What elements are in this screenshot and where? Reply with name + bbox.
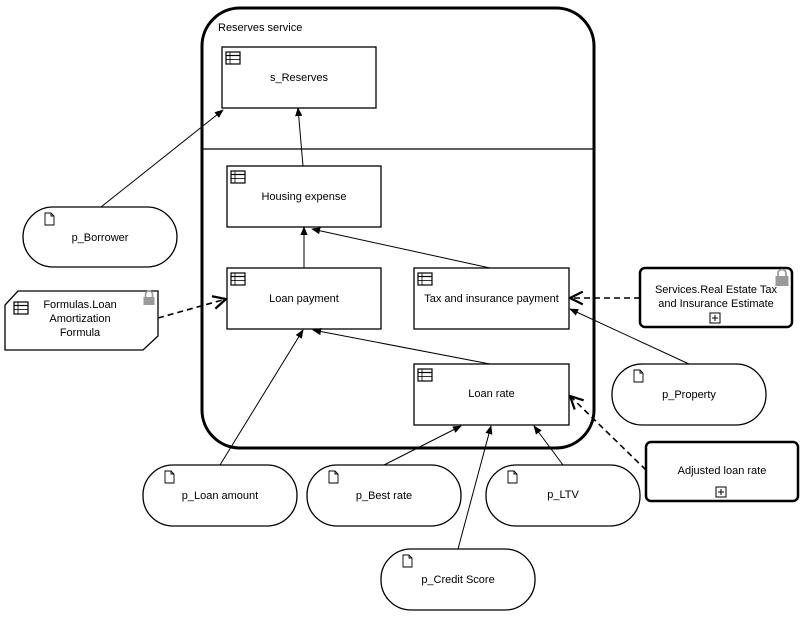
knowledge-label-formulas-1: Formulas.Loan <box>43 299 117 311</box>
decision-loan-rate[interactable] <box>413 363 570 426</box>
knowledge-label-adjusted: Adjusted loan rate <box>677 464 767 477</box>
knowledge-label-formulas-3: Formula <box>59 327 101 339</box>
knowledge-label-services-2: and Insurance Estimate <box>658 298 774 310</box>
edge-tax-to-housing <box>311 227 491 269</box>
document-icon <box>633 369 644 383</box>
edge-adjusted-to-loanrate <box>570 396 647 471</box>
input-label-borrower: p_Borrower <box>71 231 129 244</box>
edge-housing-to-reserves <box>295 107 304 167</box>
input-borrower[interactable] <box>22 206 178 268</box>
decision-label-housing-expense: Housing expense <box>261 190 347 203</box>
input-label-property: p_Property <box>662 388 716 401</box>
document-icon <box>164 470 175 484</box>
document-icon <box>507 470 518 484</box>
decision-label-tax-insurance: Tax and insurance payment <box>424 292 559 305</box>
expand-icon[interactable] <box>715 486 727 498</box>
input-label-best-rate: p_Best rate <box>355 489 413 502</box>
edge-creditscore-to-loanrate <box>457 425 493 550</box>
edge-property-to-tax <box>569 308 690 365</box>
lock-icon <box>143 290 155 305</box>
decision-label-s-reserves: s_Reserves <box>269 71 329 84</box>
input-label-credit-score: p_Credit Score <box>421 573 495 586</box>
document-icon <box>328 470 339 484</box>
table-icon <box>417 368 433 382</box>
edge-ltv-to-loanrate <box>533 425 564 466</box>
expand-icon[interactable] <box>709 312 721 324</box>
edge-bestrate-to-loanrate <box>383 425 462 466</box>
knowledge-adjusted-loan-rate[interactable] <box>644 440 800 503</box>
input-credit-score[interactable] <box>380 548 536 611</box>
input-label-ltv: p_LTV <box>547 488 579 501</box>
table-icon <box>230 170 246 184</box>
table-icon <box>417 272 433 286</box>
decision-housing-expense[interactable] <box>226 165 382 228</box>
table-icon <box>225 51 241 65</box>
table-icon <box>230 272 246 286</box>
table-icon <box>13 301 29 315</box>
edge-loanrate-to-loanpayment <box>312 327 491 365</box>
decision-tax-insurance[interactable] <box>413 267 570 330</box>
input-label-loan-amount: p_Loan amount <box>181 489 259 502</box>
knowledge-label-services-1: Services.Real Estate Tax <box>654 284 778 296</box>
edge-borrower-to-reserves <box>100 109 224 208</box>
document-icon <box>402 554 413 568</box>
knowledge-label-formulas-2: Amortization <box>49 313 111 325</box>
decision-s-reserves[interactable] <box>221 46 377 109</box>
service-title: Reserves service <box>218 21 303 34</box>
edge-formulas-to-loanpayment <box>157 299 226 319</box>
decision-loan-payment[interactable] <box>226 267 382 330</box>
knowledge-formulas[interactable] <box>4 290 159 351</box>
document-icon <box>44 212 55 226</box>
decision-label-loan-rate: Loan rate <box>468 387 515 400</box>
edge-loanamount-to-loanpayment <box>219 329 304 466</box>
lock-icon <box>775 268 789 286</box>
decision-label-loan-payment: Loan payment <box>269 292 339 305</box>
